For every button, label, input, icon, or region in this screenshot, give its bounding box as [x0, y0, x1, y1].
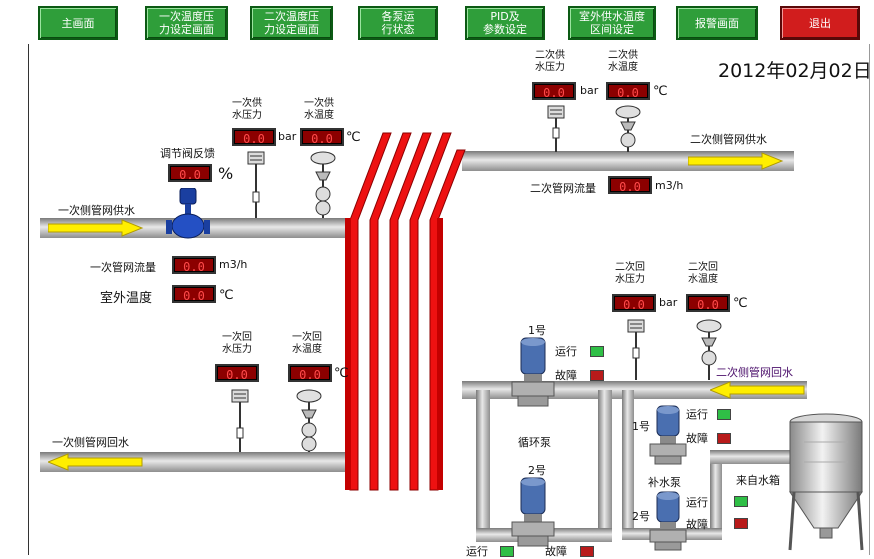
primary-supply-pressure-value: 0.0	[232, 128, 276, 146]
circ-pump2-fault-indicator	[580, 546, 594, 557]
makeup-pump2-number: 2号	[632, 510, 650, 523]
outdoor-temp-value: 0.0	[172, 285, 216, 303]
makeup-pump1-fault-label: 故障	[686, 432, 708, 445]
primary-supply-temp-unit: ℃	[346, 130, 361, 145]
primary-return-temp-unit: ℃	[334, 366, 349, 381]
makeup-pump1-fault-indicator	[717, 433, 731, 444]
secondary-supply-pressure-label: 二次供 水压力	[535, 50, 565, 73]
pressure-transmitter-icon	[247, 151, 265, 218]
primary-return-temp-label: 一次回 水温度	[292, 332, 322, 355]
primary-flow-unit: m3/h	[219, 258, 248, 271]
secondary-return-temp-label: 二次回 水温度	[688, 262, 718, 285]
circ-loop-right-pipe	[598, 390, 612, 540]
plate-heat-exchanger	[345, 132, 466, 491]
valve-feedback-value: 0.0	[168, 164, 212, 182]
primary-supply-temp-value: 0.0	[300, 128, 344, 146]
primary-supply-temp-label: 一次供 水温度	[304, 98, 334, 121]
secondary-supply-temp-label: 二次供 水温度	[608, 50, 638, 73]
secondary-return-label: 二次侧管网回水	[716, 366, 793, 379]
makeup-pump-2-icon[interactable]	[648, 490, 688, 552]
secondary-supply-pressure-value: 0.0	[532, 82, 576, 100]
makeup-pump-label: 补水泵	[648, 476, 681, 489]
outdoor-interval-settings-button[interactable]: 室外供水温度 区间设定	[568, 6, 656, 40]
outdoor-temp-unit: ℃	[219, 288, 234, 303]
makeup-pump2-fault-label: 故障	[686, 518, 708, 531]
secondary-return-temp-value: 0.0	[686, 294, 730, 312]
pressure-transmitter-icon	[627, 319, 645, 380]
primary-return-label: 一次侧管网回水	[52, 436, 129, 449]
circ-pump1-run-label: 运行	[555, 345, 577, 358]
pressure-transmitter-icon	[547, 105, 565, 152]
secondary-return-pressure-label: 二次回 水压力	[615, 262, 645, 285]
circ-pump2-fault-label: 故障	[545, 545, 567, 558]
temperature-sensor-icon	[696, 319, 722, 380]
circ-pump2-run-label: 运行	[466, 545, 488, 558]
temperature-sensor-icon	[310, 151, 336, 218]
secondary-return-temp-unit: ℃	[733, 296, 748, 311]
pid-settings-button[interactable]: PID及 参数设定	[465, 6, 545, 40]
secondary-pressure-settings-button[interactable]: 二次温度压 力设定画面	[250, 6, 333, 40]
secondary-return-arrow-icon	[710, 381, 805, 399]
outdoor-temp-label: 室外温度	[100, 291, 153, 306]
secondary-supply-arrow-icon	[688, 152, 784, 170]
secondary-supply-label: 二次侧管网供水	[690, 133, 767, 146]
main-screen-button[interactable]: 主画面	[38, 6, 118, 40]
tank-label: 来自水箱	[736, 474, 780, 487]
circ-pump-label: 循环泵	[518, 436, 551, 449]
primary-return-pipe	[40, 452, 355, 472]
nav-bar: 主画面 一次温度压 力设定画面 二次温度压 力设定画面 各泵运 行状态 PID及…	[0, 0, 874, 44]
circ-pump1-run-indicator	[590, 346, 604, 357]
pressure-transmitter-icon	[231, 389, 249, 452]
makeup-pump2-run-indicator	[734, 496, 748, 507]
makeup-loop-right-pipe	[710, 450, 722, 540]
valve-feedback-unit: %	[218, 164, 234, 183]
primary-pressure-settings-button[interactable]: 一次温度压 力设定画面	[145, 6, 228, 40]
secondary-supply-pressure-unit: bar	[580, 84, 599, 97]
primary-flow-label: 一次管网流量	[90, 261, 156, 274]
alarm-screen-button[interactable]: 报警画面	[676, 6, 758, 40]
primary-supply-pressure-unit: bar	[278, 130, 297, 143]
circ-pump1-number: 1号	[528, 324, 546, 337]
temperature-sensor-icon	[615, 105, 641, 152]
date-display: 2012年02月02日	[718, 60, 872, 82]
primary-return-temp-value: 0.0	[288, 364, 332, 382]
secondary-flow-value: 0.0	[608, 176, 652, 194]
makeup-pump2-run-label: 运行	[686, 496, 708, 509]
primary-return-arrow-icon	[48, 453, 143, 471]
exit-button[interactable]: 退出	[780, 6, 860, 40]
secondary-return-pressure-unit: bar	[659, 296, 678, 309]
secondary-supply-temp-value: 0.0	[606, 82, 650, 100]
secondary-flow-label: 二次管网流量	[530, 182, 596, 195]
makeup-pump-1-icon[interactable]	[648, 404, 688, 466]
secondary-supply-temp-unit: ℃	[653, 84, 668, 99]
makeup-loop-left-pipe	[622, 390, 634, 540]
circ-loop-left-pipe	[476, 390, 490, 540]
circ-pump2-run-indicator	[500, 546, 514, 557]
circ-pump-2-icon[interactable]	[510, 476, 556, 548]
secondary-flow-unit: m3/h	[655, 179, 684, 192]
circ-pump-1-icon[interactable]	[510, 336, 556, 408]
secondary-supply-pipe	[462, 151, 794, 171]
makeup-pump2-fault-indicator	[734, 518, 748, 529]
control-valve-icon	[166, 188, 210, 239]
circ-pump2-number: 2号	[528, 464, 546, 477]
makeup-pump1-run-indicator	[717, 409, 731, 420]
makeup-pump1-run-label: 运行	[686, 408, 708, 421]
primary-supply-arrow-icon	[48, 219, 144, 237]
primary-return-pressure-value: 0.0	[215, 364, 259, 382]
process-panel	[28, 44, 870, 555]
primary-return-pressure-label: 一次回 水压力	[222, 332, 252, 355]
primary-supply-pressure-label: 一次供 水压力	[232, 98, 262, 121]
makeup-pump1-number: 1号	[632, 420, 650, 433]
temperature-sensor-icon	[296, 389, 322, 452]
water-tank-icon	[788, 413, 864, 551]
secondary-return-pressure-value: 0.0	[612, 294, 656, 312]
valve-feedback-label: 调节阀反馈	[160, 147, 215, 160]
pump-status-button[interactable]: 各泵运 行状态	[358, 6, 438, 40]
circ-pump1-fault-indicator	[590, 370, 604, 381]
primary-flow-value: 0.0	[172, 256, 216, 274]
tank-feed-pipe	[710, 450, 792, 464]
primary-supply-label: 一次侧管网供水	[58, 204, 135, 217]
circ-pump1-fault-label: 故障	[555, 369, 577, 382]
